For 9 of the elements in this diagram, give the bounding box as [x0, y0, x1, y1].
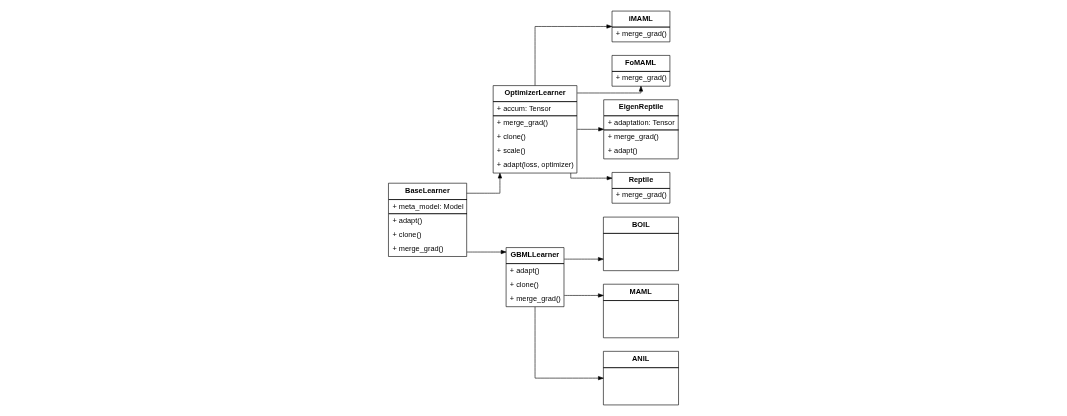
arrow: [563, 293, 604, 298]
arrow: [534, 24, 613, 86]
arrow: [576, 85, 643, 94]
arrow: [563, 257, 604, 262]
arrow: [466, 172, 502, 194]
arrow: [576, 127, 604, 132]
arrow: [534, 306, 604, 381]
arrow: [466, 250, 507, 255]
arrow: [570, 172, 613, 181]
